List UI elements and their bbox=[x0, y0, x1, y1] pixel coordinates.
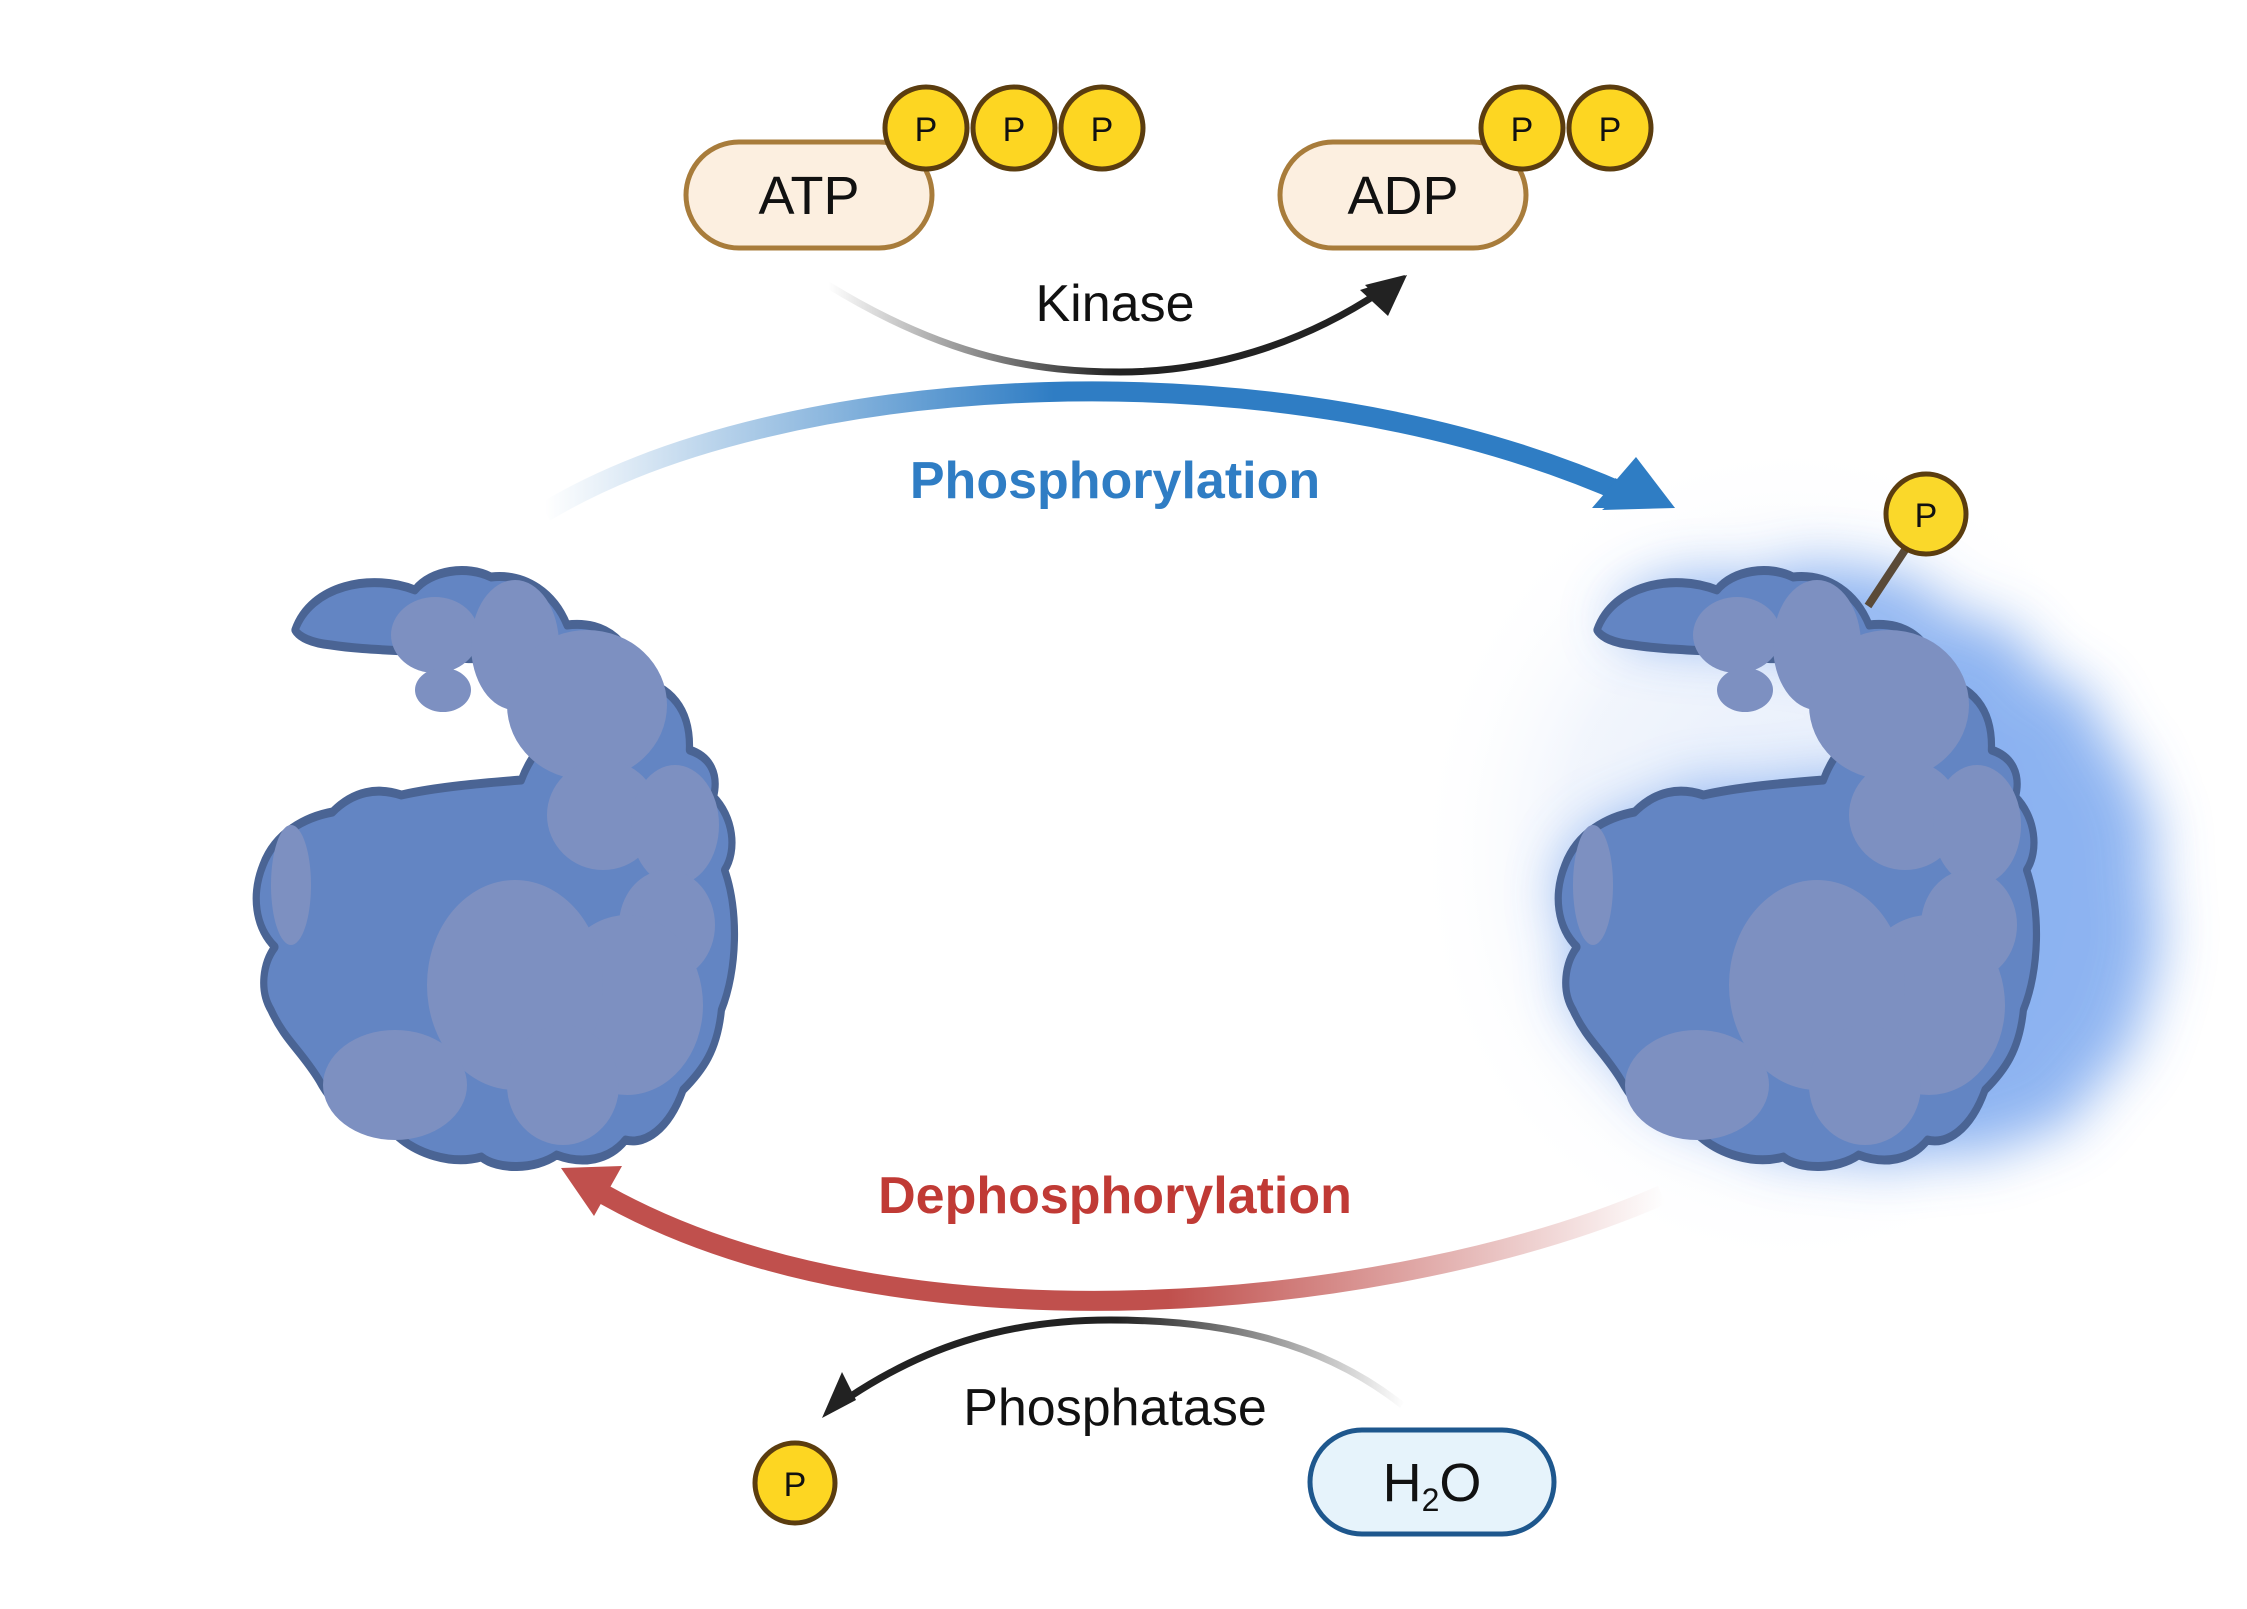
adp-phosphate-2: P bbox=[1566, 84, 1654, 172]
water-label-o: O bbox=[1439, 1453, 1481, 1513]
adp-pill bbox=[1277, 139, 1529, 251]
phosphate-label: P bbox=[915, 111, 938, 149]
phosphate-label: P bbox=[1511, 111, 1534, 149]
atp-phosphate-3: P bbox=[1058, 84, 1146, 172]
phosphate-icon bbox=[1478, 84, 1566, 172]
phosphate-icon bbox=[1566, 84, 1654, 172]
phosphatase-arrowhead bbox=[822, 1372, 856, 1418]
phosphate-bond bbox=[1864, 547, 1909, 609]
water-label: H2O bbox=[1383, 1453, 1482, 1518]
attached-phosphate: P bbox=[1864, 471, 1969, 609]
dephosphorylation-arrowhead bbox=[561, 1166, 622, 1216]
phosphate-icon bbox=[752, 1440, 838, 1526]
phosphorylation-arrowhead-tip bbox=[1592, 457, 1675, 508]
dephosphorylation-arrow bbox=[600, 1185, 1667, 1311]
atp-molecule: ATP P P P bbox=[683, 84, 1146, 251]
protein-unphosphorylated bbox=[252, 566, 739, 1171]
protein-highlights bbox=[1573, 580, 2021, 1145]
phosphatase-arrow bbox=[846, 1316, 1405, 1408]
phosphate-label: P bbox=[1091, 111, 1114, 149]
water-molecule: H2O bbox=[1307, 1427, 1557, 1537]
kinase-arrow bbox=[826, 282, 1382, 376]
phosphate-label: P bbox=[1599, 111, 1622, 149]
water-label-subscript: 2 bbox=[1422, 1482, 1440, 1518]
phosphate-icon bbox=[970, 84, 1058, 172]
phosphate-label: P bbox=[1003, 111, 1026, 149]
phosphate-label: P bbox=[1915, 497, 1938, 535]
kinase-label: Kinase bbox=[1036, 275, 1195, 333]
atp-phosphate-1: P bbox=[882, 84, 970, 172]
phosphatase-label: Phosphatase bbox=[963, 1379, 1267, 1437]
phosphate-label: P bbox=[784, 1466, 807, 1504]
protein-highlights bbox=[271, 580, 719, 1145]
phosphorylation-arrow bbox=[539, 381, 1633, 521]
released-phosphate: P bbox=[752, 1440, 838, 1526]
phosphate-icon bbox=[882, 84, 970, 172]
protein-phosphorylated bbox=[1554, 566, 2041, 1171]
dephosphorylation-label: Dephosphorylation bbox=[878, 1167, 1352, 1225]
adp-label: ADP bbox=[1347, 166, 1458, 226]
phosphate-icon bbox=[1058, 84, 1146, 172]
water-label-h: H bbox=[1383, 1453, 1422, 1513]
adp-molecule: ADP P P bbox=[1277, 84, 1654, 251]
atp-phosphate-2: P bbox=[970, 84, 1058, 172]
adp-phosphate-1: P bbox=[1478, 84, 1566, 172]
atp-pill bbox=[683, 139, 935, 251]
atp-label: ATP bbox=[758, 166, 859, 226]
phosphorylation-label: Phosphorylation bbox=[910, 452, 1320, 510]
water-pill bbox=[1307, 1427, 1557, 1537]
phosphate-icon bbox=[1883, 471, 1969, 557]
kinase-arrowhead-fill bbox=[1360, 275, 1407, 316]
